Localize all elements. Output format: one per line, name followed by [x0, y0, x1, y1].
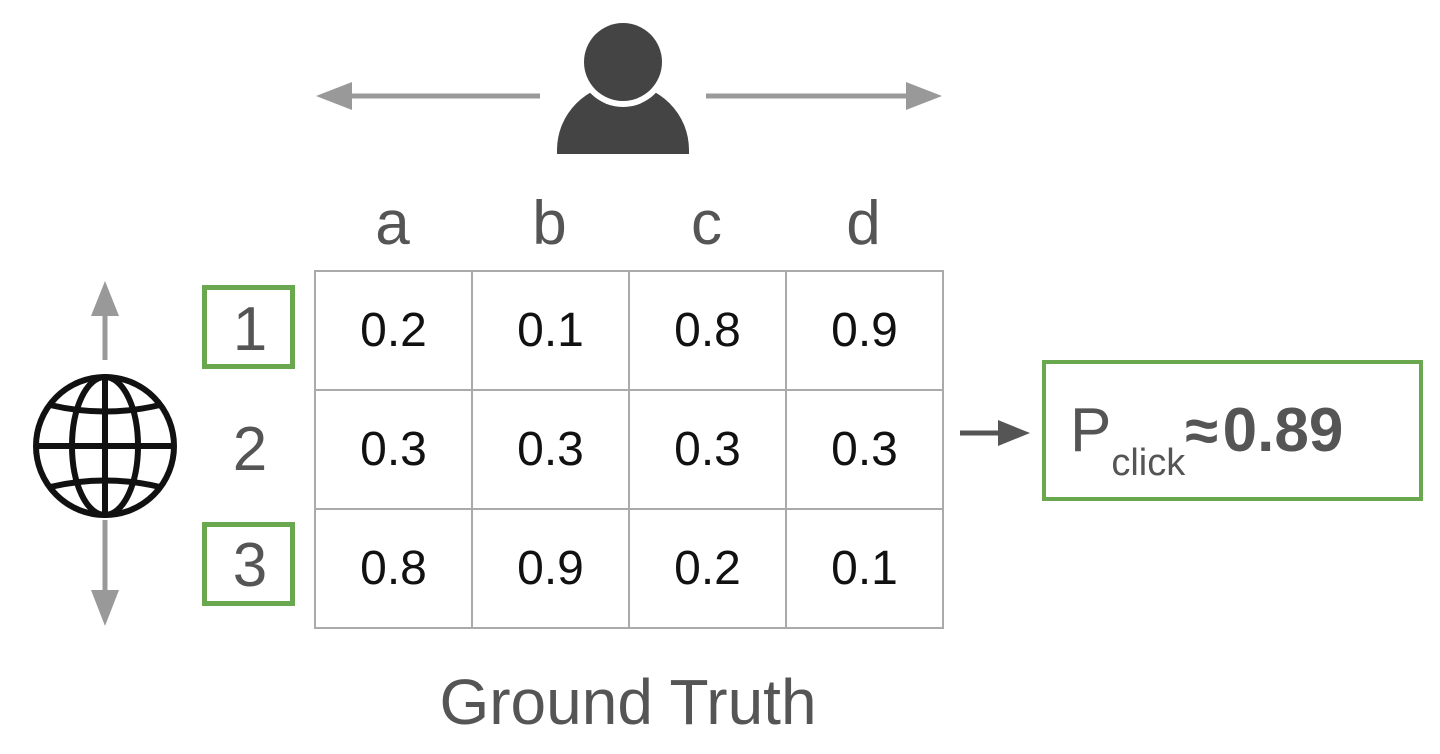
- up-arrow-icon: [91, 281, 119, 360]
- matrix-cell: 0.2: [314, 270, 473, 391]
- result-box: [1042, 360, 1423, 501]
- matrix-cell: 0.2: [628, 508, 787, 629]
- matrix-cell: 0.1: [471, 270, 630, 391]
- matrix-cell: 0.9: [471, 508, 630, 629]
- matrix-cell: 0.9: [785, 270, 944, 391]
- probability-matrix: 0.2 0.1 0.8 0.9 0.3 0.3 0.3 0.3 0.8 0.9 …: [314, 270, 944, 629]
- matrix-row-2: 0.3 0.3 0.3 0.3: [314, 389, 944, 510]
- approx-symbol: ≈: [1185, 397, 1219, 464]
- probability-subscript: click: [1111, 442, 1186, 484]
- column-header-c: c: [691, 189, 722, 258]
- probability-symbol: P: [1070, 396, 1112, 465]
- row-header-1: 1: [232, 295, 268, 364]
- column-header-b: b: [532, 189, 567, 258]
- column-header-a: a: [375, 189, 410, 258]
- result-arrow-icon: [960, 420, 1030, 446]
- probability-value: 0.89: [1222, 396, 1344, 465]
- matrix-row-3: 0.8 0.9 0.2 0.1: [314, 508, 944, 629]
- click-probability: Pclick≈ 0.89: [1070, 395, 1344, 484]
- right-arrow-icon: [706, 82, 942, 110]
- row-header-3: 3: [232, 531, 268, 600]
- matrix-cell: 0.3: [628, 389, 787, 510]
- row-highlight-3: [202, 522, 295, 606]
- matrix-cell: 0.3: [785, 389, 944, 510]
- globe-icon: [33, 374, 177, 518]
- column-header-d: d: [846, 189, 881, 258]
- down-arrow-icon: [91, 520, 119, 626]
- matrix-cell: 0.1: [785, 508, 944, 629]
- matrix-row-1: 0.2 0.1 0.8 0.9: [314, 270, 944, 391]
- user-silhouette-icon: [557, 17, 689, 154]
- row-header-2: 2: [232, 415, 268, 484]
- left-arrow-icon: [316, 82, 540, 110]
- caption: Ground Truth: [439, 666, 817, 738]
- matrix-cell: 0.3: [314, 389, 473, 510]
- row-highlight-1: [202, 285, 295, 369]
- matrix-cell: 0.8: [628, 270, 787, 391]
- matrix-cell: 0.8: [314, 508, 473, 629]
- matrix-cell: 0.3: [471, 389, 630, 510]
